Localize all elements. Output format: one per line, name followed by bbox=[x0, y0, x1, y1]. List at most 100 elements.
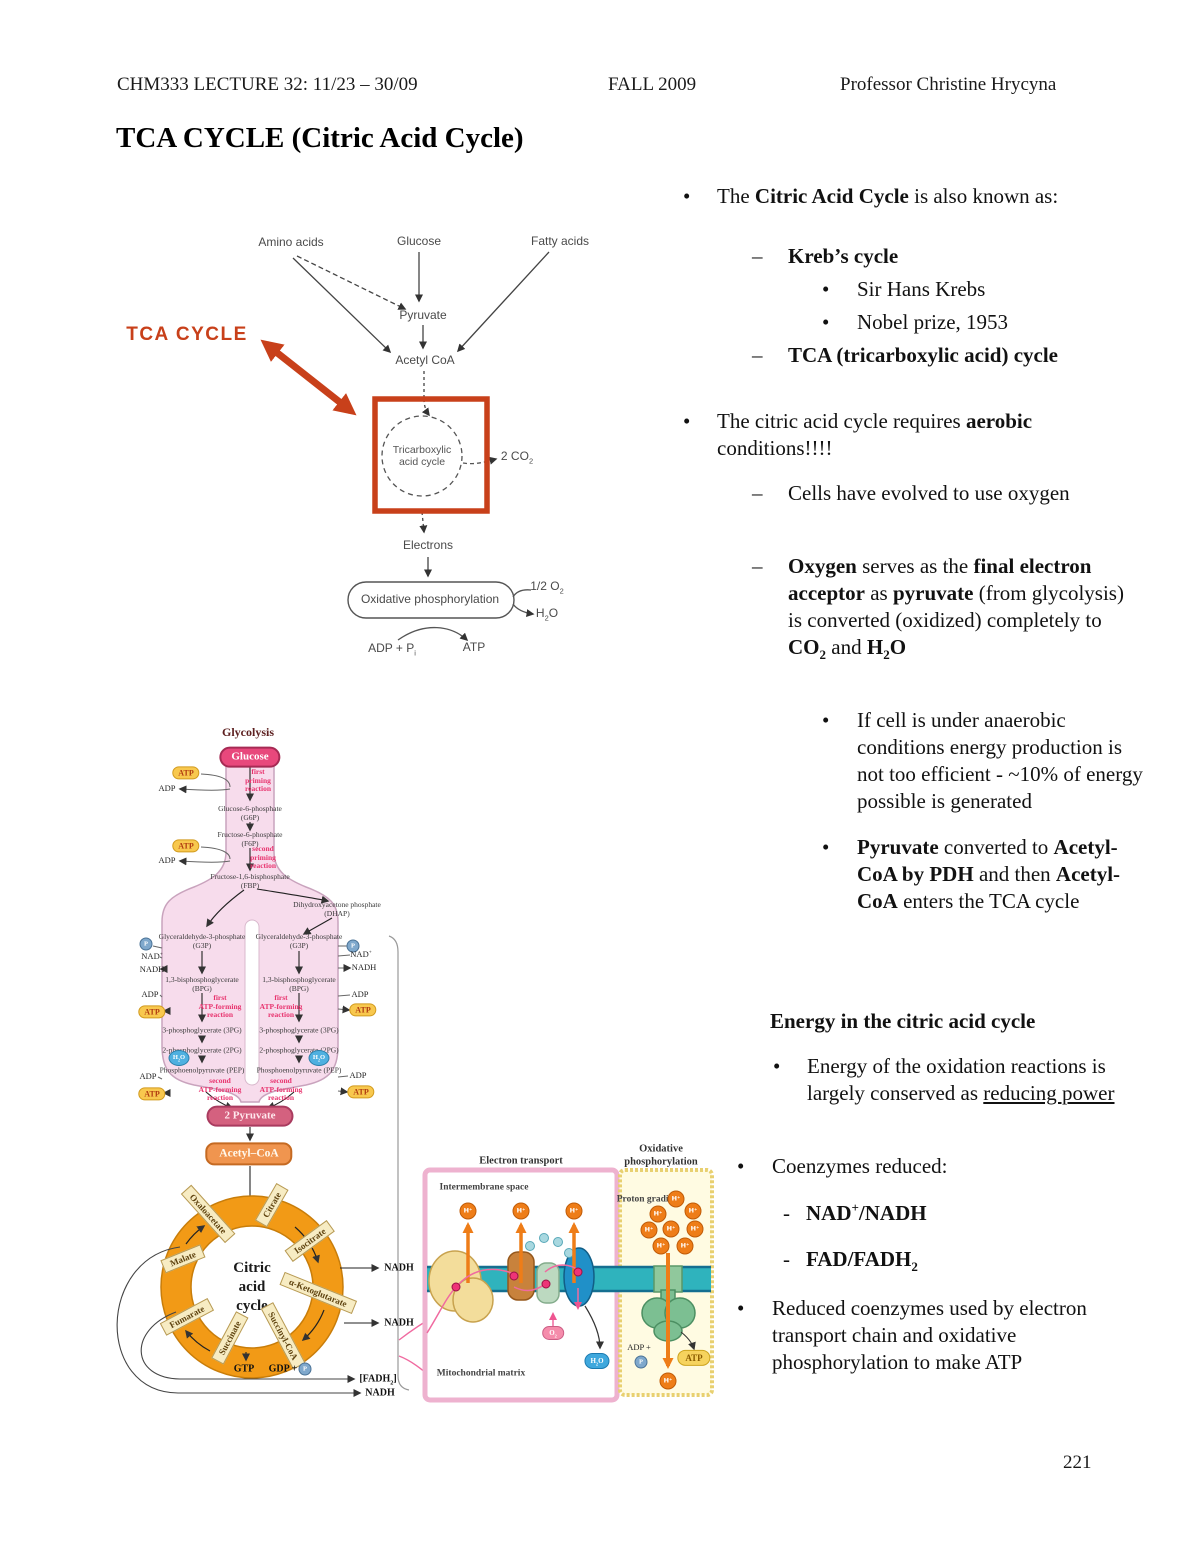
icon-h2o-drop: H2O bbox=[168, 1050, 190, 1066]
bullet-anaerobic: If cell is under anaerobic conditions en… bbox=[857, 708, 1143, 813]
header-center: FALL 2009 bbox=[608, 74, 697, 95]
bullet-tca-name: TCA (tricarboxylic acid) cycle bbox=[788, 343, 1059, 367]
label-fadh2-out: [FADH2] bbox=[359, 1373, 397, 1387]
bullet-marker: • bbox=[683, 409, 691, 433]
icon-hplus: H⁺ bbox=[459, 1202, 477, 1220]
node-glucose: Glucose bbox=[219, 746, 281, 768]
label-first-priming: first priming reaction bbox=[244, 767, 272, 794]
icon-phosphate: P bbox=[139, 937, 153, 951]
icon-hplus: H⁺ bbox=[512, 1202, 530, 1220]
label-adp: ADP bbox=[141, 989, 159, 1000]
bullet-marker: • bbox=[822, 277, 830, 301]
label-atp: ATP bbox=[462, 640, 486, 655]
bullet-aerobic: The citric acid cycle requires aerobic c… bbox=[717, 409, 1033, 460]
node-atp: ATP bbox=[172, 839, 200, 853]
label-adp: ADP bbox=[158, 855, 176, 866]
label-tca-cycle-red: TCA CYCLE bbox=[126, 324, 248, 346]
bullet-marker: • bbox=[822, 310, 830, 334]
label-glucose: Glucose bbox=[396, 234, 442, 249]
label-g6p: Glucose-6-phosphate (G6P) bbox=[218, 804, 282, 822]
node-atp-product: ATP bbox=[677, 1349, 711, 1367]
icon-hplus: H⁺ bbox=[659, 1372, 677, 1390]
tca-red-highlight bbox=[260, 339, 490, 514]
bullet-cells-oxygen: Cells have evolved to use oxygen bbox=[788, 481, 1070, 505]
label-nad: NAD+ bbox=[350, 949, 372, 960]
node-2-pyruvate: 2 Pyruvate bbox=[206, 1105, 294, 1127]
page-title: TCA CYCLE (Citric Acid Cycle) bbox=[116, 122, 524, 154]
icon-hplus: H⁺ bbox=[686, 1220, 704, 1238]
label-2co2: 2 CO2 bbox=[500, 449, 534, 466]
label-electron-transport: Electron transport bbox=[479, 1155, 563, 1167]
label-amino-acids: Amino acids bbox=[258, 235, 324, 250]
icon-h2o-cloud: H2O bbox=[584, 1352, 610, 1370]
label-3pg: 3-phosphoglycerate (3PG) bbox=[259, 1025, 339, 1035]
bullet-marker: – bbox=[752, 343, 763, 367]
bullet-marker: – bbox=[752, 244, 763, 268]
label-second-priming: second priming reaction bbox=[249, 844, 277, 871]
node-atp: ATP bbox=[347, 1085, 375, 1099]
label-proton-gradient: Proton gradient bbox=[616, 1194, 682, 1205]
label-bpg: 1,3-bisphosphoglycerate (BPG) bbox=[262, 975, 336, 993]
label-nadh: NADH bbox=[351, 962, 377, 973]
bullet-marker: – bbox=[752, 554, 763, 578]
label-citric-acid-cycle: Citric acid cycle bbox=[233, 1259, 271, 1314]
bullet-marker: – bbox=[752, 481, 763, 505]
label-adp: ADP bbox=[158, 783, 176, 794]
icon-phosphate: P bbox=[298, 1362, 312, 1376]
label-half-o2: 1/2 O2 bbox=[530, 579, 564, 596]
bullet-oxygen-acceptor: Oxygen serves as the final electron acce… bbox=[788, 554, 1124, 663]
node-atp: ATP bbox=[138, 1005, 166, 1019]
icon-h2o-drop: H2O bbox=[308, 1050, 330, 1066]
label-acetyl-coa: Acetyl CoA bbox=[395, 353, 455, 368]
label-pep: Phosphoenolpyruvate (PEP) bbox=[256, 1065, 342, 1075]
bullet-marker: • bbox=[822, 835, 830, 859]
icon-phosphate: P bbox=[634, 1355, 648, 1369]
label-electrons: Electrons bbox=[402, 538, 454, 553]
bullet-coenzymes: Coenzymes reduced: bbox=[772, 1154, 948, 1178]
label-fbp: Fructose-1,6-bisphosphate (FBP) bbox=[210, 872, 290, 890]
label-pyruvate: Pyruvate bbox=[399, 308, 447, 323]
label-tricarboxylic-cycle: Tricarboxylic acid cycle bbox=[392, 443, 452, 468]
coq-dots bbox=[525, 1233, 574, 1258]
label-oxidative-phosphorylation: Oxidative phosphorylation bbox=[360, 592, 500, 607]
electron-dots bbox=[451, 1267, 583, 1292]
label-adp: ADP bbox=[139, 1071, 157, 1082]
node-atp: ATP bbox=[172, 766, 200, 780]
label-bpg: 1,3-bisphosphoglycerate (BPG) bbox=[165, 975, 239, 993]
label-h2o: H2O bbox=[535, 606, 559, 623]
bullet-etc-atp: Reduced coenzymes used by electron trans… bbox=[772, 1296, 1087, 1374]
electron-transport-panel bbox=[422, 1167, 714, 1403]
label-3pg: 3-phosphoglycerate (3PG) bbox=[162, 1025, 242, 1035]
label-second-atp-forming: second ATP-forming reaction bbox=[259, 1076, 303, 1103]
node-atp: ATP bbox=[349, 1003, 377, 1017]
glycolysis-figure bbox=[152, 759, 352, 1206]
label-2pg: 2-phosphoglycerate (2PG) bbox=[259, 1045, 339, 1055]
label-nadh-out: NADH bbox=[365, 1387, 395, 1399]
label-first-atp-forming: first ATP-forming reaction bbox=[198, 993, 242, 1020]
label-second-atp-forming: second ATP-forming reaction bbox=[198, 1076, 242, 1103]
icon-phosphate: P bbox=[346, 939, 360, 953]
label-pep: Phosphoenolpyruvate (PEP) bbox=[159, 1065, 245, 1075]
bullet-citric-known-as: The Citric Acid Cycle is also known as: bbox=[717, 184, 1059, 208]
bullet-marker: • bbox=[737, 1296, 745, 1320]
icon-hplus: H⁺ bbox=[662, 1220, 680, 1238]
icon-hplus: H⁺ bbox=[640, 1221, 658, 1239]
bullet-nad: NAD+/NADH bbox=[806, 1200, 927, 1225]
label-adp: ADP bbox=[349, 1070, 367, 1081]
label-dhap: Dihydroxyacetone phosphate (DHAP) bbox=[293, 900, 381, 918]
header-right: Professor Christine Hrycyna bbox=[840, 74, 1057, 95]
node-atp: ATP bbox=[138, 1087, 166, 1101]
bullet-pdh: Pyruvate converted to Acetyl-CoA by PDH … bbox=[857, 835, 1121, 913]
bullet-reducing-power: Energy of the oxidation reactions is lar… bbox=[807, 1054, 1115, 1105]
label-mitochondrial-matrix: Mitochondrial matrix bbox=[436, 1368, 526, 1379]
bullet-marker: • bbox=[773, 1054, 781, 1078]
label-adp-plus: ADP + bbox=[627, 1342, 651, 1353]
label-g3p: Glyceraldehyde-3-phosphate (G3P) bbox=[255, 932, 343, 950]
bullet-krebs-cycle: Kreb’s cycle bbox=[788, 244, 899, 268]
icon-o2: O2 bbox=[542, 1325, 564, 1341]
label-fatty-acids: Fatty acids bbox=[530, 234, 590, 249]
label-adp: ADP bbox=[351, 989, 369, 1000]
bullet-nobel-prize: Nobel prize, 1953 bbox=[857, 310, 1009, 334]
icon-hplus: H⁺ bbox=[667, 1190, 685, 1208]
